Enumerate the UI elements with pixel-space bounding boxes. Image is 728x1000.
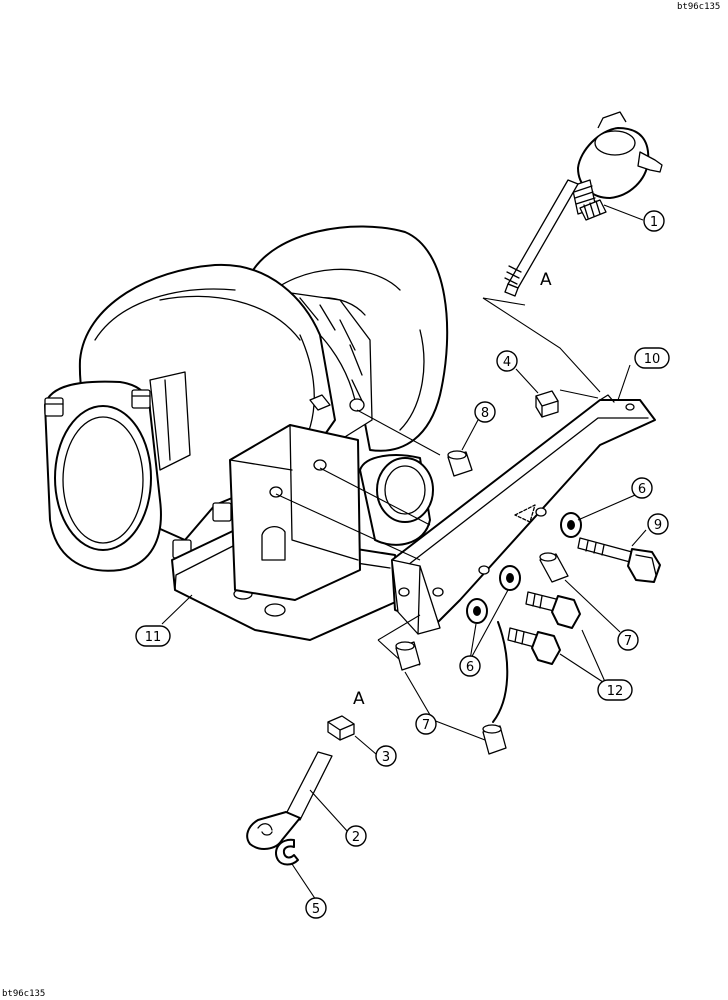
- callout-leaders: [161, 204, 647, 901]
- callout-12-label: 12: [607, 684, 624, 699]
- callout-7-lower-label: 7: [422, 718, 430, 733]
- detail-label-a-upper: A: [540, 270, 552, 290]
- callout-5: 5: [305, 897, 327, 919]
- callout-6-upper: 6: [631, 477, 653, 499]
- callout-8-label: 8: [481, 406, 489, 421]
- callout-7-lower: 7: [415, 713, 437, 735]
- part-2-rod-end: [246, 751, 333, 850]
- part-9-bolt: [577, 537, 661, 583]
- callout-4: 4: [496, 350, 518, 372]
- callout-2-label: 2: [352, 830, 360, 845]
- callout-9: 9: [647, 513, 669, 535]
- detail-label-a-lower: A: [353, 689, 365, 709]
- part-12-bolts: [507, 591, 581, 665]
- turbocharger-assembly: [44, 225, 449, 641]
- callout-6-upper-label: 6: [638, 482, 646, 497]
- callout-6-lower-label: 6: [466, 660, 474, 675]
- callout-7-right-label: 7: [624, 634, 632, 649]
- wastegate-actuator: [504, 111, 663, 297]
- part-4-nut: [535, 390, 559, 418]
- callout-7-right: 7: [617, 629, 639, 651]
- callout-3: 3: [375, 745, 397, 767]
- part-3-nut: [327, 715, 355, 741]
- callout-10-label: 10: [644, 352, 661, 367]
- callout-5-label: 5: [312, 902, 320, 917]
- part-6-washers: [466, 512, 582, 624]
- callout-8: 8: [474, 401, 496, 423]
- actuator-bracket: [391, 394, 656, 635]
- callout-9-label: 9: [654, 518, 662, 533]
- callout-10: 10: [634, 347, 670, 369]
- part-5-clip: [275, 838, 299, 866]
- callout-1: 1: [643, 210, 665, 232]
- callout-11: 11: [135, 625, 171, 647]
- routing-arc: [492, 621, 509, 723]
- callout-1-label: 1: [650, 215, 658, 230]
- callout-11-label: 11: [145, 630, 162, 645]
- part-7-spacer-right: [539, 552, 569, 583]
- callout-6-lower: 6: [459, 655, 481, 677]
- part-8-spacer: [447, 450, 473, 477]
- callout-2: 2: [345, 825, 367, 847]
- part-7-spacers-lower: [395, 641, 507, 755]
- callout-12: 12: [597, 679, 633, 701]
- callout-3-label: 3: [382, 750, 390, 765]
- callout-4-label: 4: [503, 355, 511, 370]
- figure-id-bottom: bt96c135: [2, 989, 45, 999]
- figure-id-top: bt96c135: [677, 2, 720, 12]
